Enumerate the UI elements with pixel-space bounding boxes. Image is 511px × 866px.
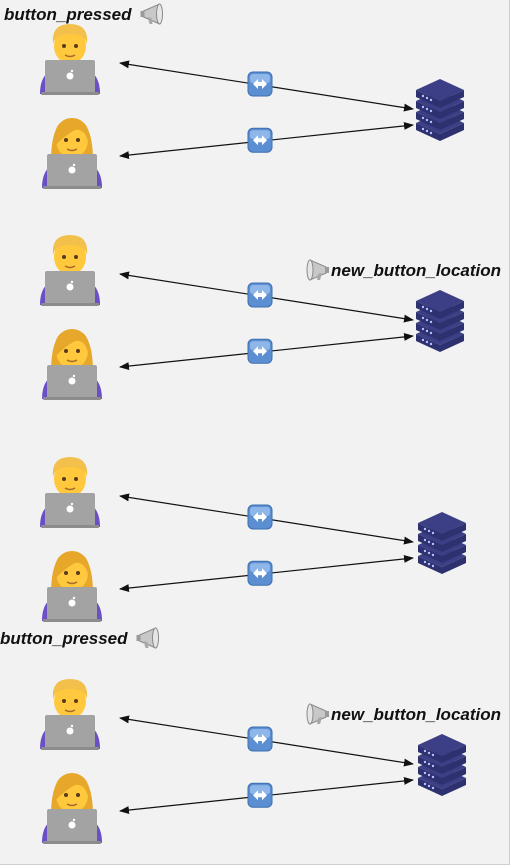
server-stack-icon [416,290,464,352]
button-pressed-label: button_pressed [0,629,128,648]
links-layer [119,60,414,815]
bidirectional-exchange-icon [247,127,273,153]
new-button-location-label: new_button_location [331,705,501,724]
server-stack-icon [416,79,464,141]
bidirectional-exchange-icon [247,71,273,97]
bidirectional-exchange-icon [247,782,273,808]
server-stack-icon [418,734,466,796]
man-person-with-laptop-icon [40,457,100,528]
woman-person-with-laptop-icon [42,329,102,400]
labels-layer: button_pressed new_button_location button_… [0,5,501,724]
woman-person-with-laptop-icon [42,773,102,844]
new-button-location-label: new_button_location [331,261,501,280]
man-person-with-laptop-icon [40,679,100,750]
megaphone-icon [140,3,164,25]
button-pressed-label: button_pressed [4,5,132,24]
nodes-layer [40,3,466,844]
server-stack-icon [418,512,466,574]
bidirectional-exchange-icon [247,338,273,364]
bidirectional-exchange-icon [247,560,273,586]
man-person-with-laptop-icon [40,235,100,306]
woman-person-with-laptop-icon [42,551,102,622]
bidirectional-exchange-icon [247,726,273,752]
man-person-with-laptop-icon [40,24,100,95]
megaphone-icon [306,259,329,281]
woman-person-with-laptop-icon [42,118,102,189]
megaphone-icon [136,627,160,649]
bidirectional-exchange-icon [247,282,273,308]
bidirectional-exchange-icon [247,504,273,530]
megaphone-icon [306,703,329,725]
